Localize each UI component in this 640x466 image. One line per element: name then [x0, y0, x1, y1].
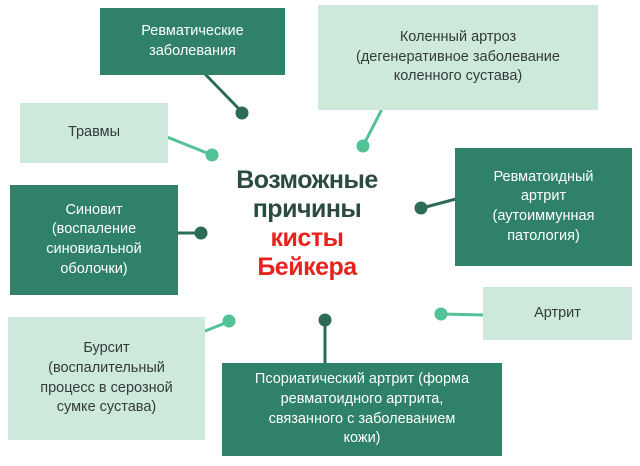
- title-highlight-line-2: Бейкера: [257, 253, 357, 281]
- cause-box-knee-arthrosis: Коленный артроз (дегенеративное заболева…: [318, 5, 598, 110]
- connector-injuries: [165, 135, 214, 157]
- title-line-2: причины: [252, 195, 362, 223]
- cause-box-rheumatoid-arthritis: Ревматоидный артрит (аутоиммунная патоло…: [455, 148, 632, 266]
- connector-knee-arthrosis: [361, 109, 383, 148]
- connector-dot-arthritis: [434, 307, 448, 321]
- connector-dot-bursitis: [222, 314, 236, 328]
- diagram-title: Возможные причины кисты Бейкера: [227, 166, 387, 282]
- cause-box-psoriatic-arthritis: Псориатический артрит (форма ревматоидно…: [222, 363, 502, 456]
- connector-dot-psoriatic: [318, 313, 332, 327]
- connector-rheumatic: [203, 72, 244, 114]
- cause-box-bursitis: Бурсит (воспалительный процесс в серозно…: [8, 317, 205, 440]
- connector-dot-synovitis: [194, 226, 208, 240]
- cause-box-rheumatic-diseases: Ревматические заболевания: [100, 8, 285, 75]
- title-line-1: Возможные: [236, 166, 378, 194]
- connector-dot-rheumatoid: [414, 201, 428, 215]
- connector-dot-injuries: [205, 148, 219, 162]
- connector-rheumatoid: [420, 197, 458, 210]
- cause-box-injuries: Травмы: [20, 103, 168, 163]
- connector-arthritis: [440, 312, 486, 317]
- title-highlight-line-1: кисты: [270, 224, 344, 252]
- cause-box-synovitis: Синовит (воспаление синовиальной оболочк…: [10, 185, 178, 295]
- connector-dot-knee-arthrosis: [356, 139, 370, 153]
- cause-box-arthritis: Артрит: [483, 287, 632, 340]
- connector-bursitis: [203, 320, 230, 333]
- connector-dot-rheumatic: [235, 106, 249, 120]
